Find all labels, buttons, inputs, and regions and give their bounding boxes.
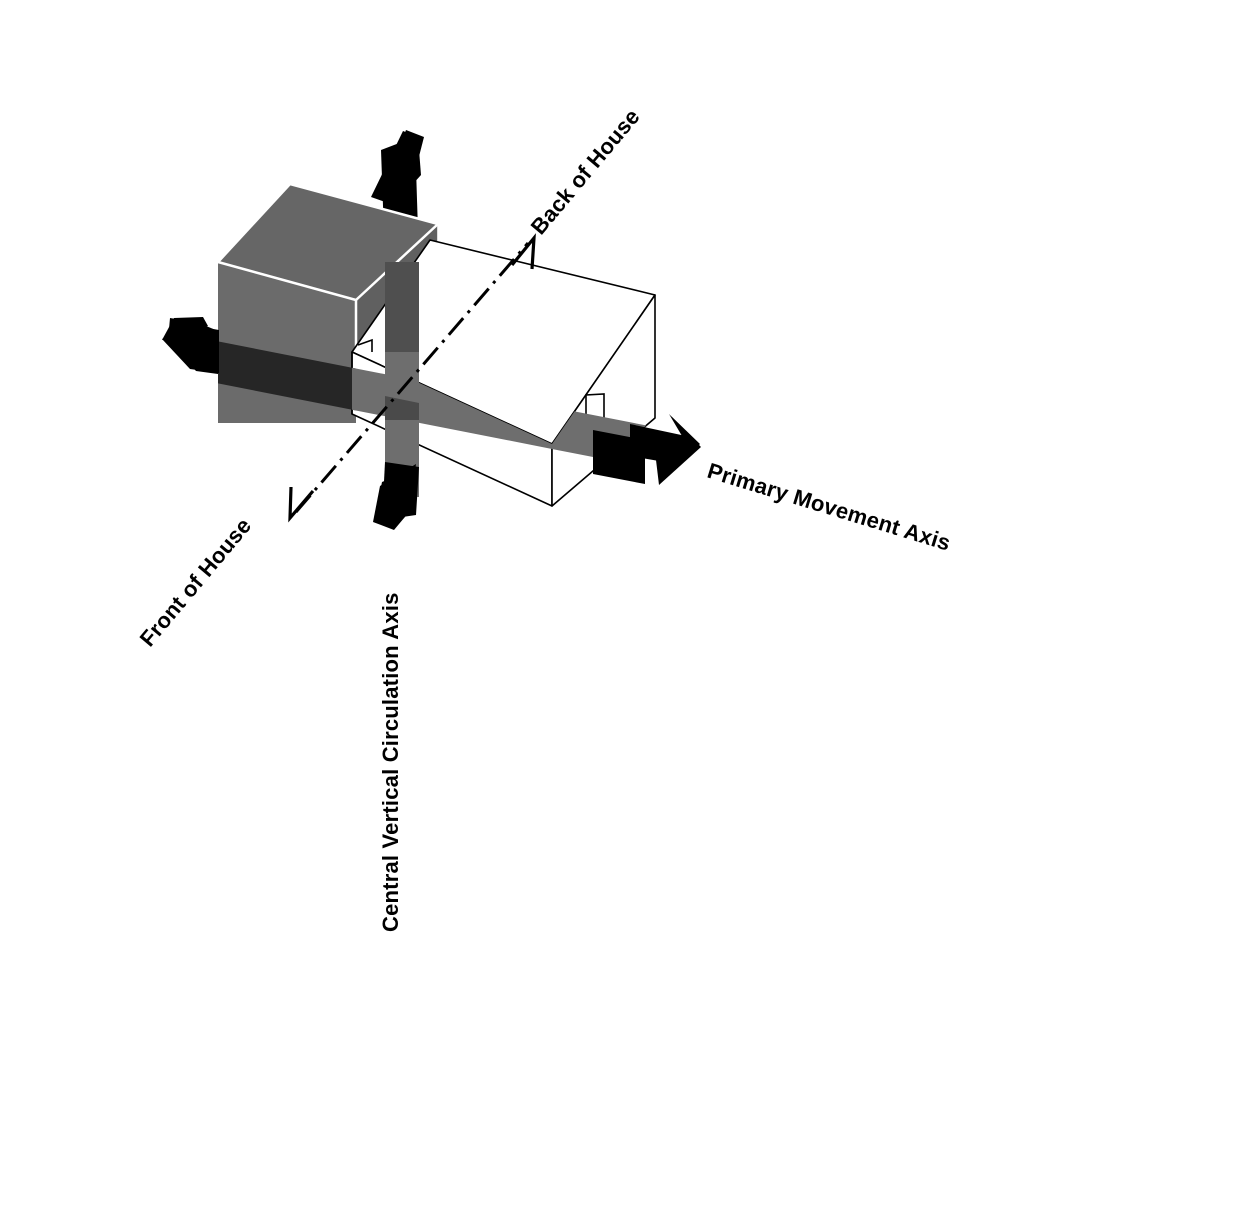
back-of-house-arrowhead [510,233,536,270]
void-mass-notch [585,393,605,424]
label-back-of-house: Back of House [526,104,645,239]
movement-axis-arrow-barb-left [162,317,208,340]
label-front-of-house: Front of House [135,513,257,651]
movement-band-over-void-right [552,330,655,478]
vertical-axis-overlay-over-solid [385,262,419,352]
vertical-axis-arrow-tip-up [380,130,424,196]
solid-mass-edge-highlight-top-left [217,183,291,263]
solid-mass-block [217,182,439,423]
vertical-axis-arrow-tip-down [373,464,416,530]
movement-band-over-void-front [352,352,552,478]
label-primary-movement-axis: Primary Movement Axis [705,458,954,556]
front-back-axis-dashdot-line [294,242,530,513]
central-vertical-circulation-axis [373,262,419,530]
movement-axis-arrow-tip-left [162,326,219,373]
void-mass-left-notch [357,338,373,352]
front-back-axis [288,233,536,523]
primary-movement-axis [162,317,701,485]
solid-mass-top-face [218,184,438,300]
movement-axis-arrow-tip-right [636,414,701,485]
solid-mass-edge-highlight-ridge [217,260,357,302]
solid-mass-edge-highlight-top-right [289,182,439,226]
front-of-house-arrowhead [288,486,315,523]
label-central-vertical-circulation-axis: Central Vertical Circulation Axis [378,592,403,932]
